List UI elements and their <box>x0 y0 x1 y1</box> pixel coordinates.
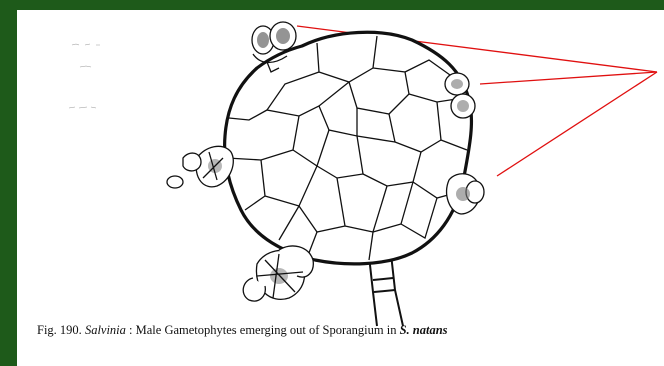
gametophyte-bottom-left <box>243 246 313 301</box>
gametophyte-left <box>167 146 233 188</box>
figure-panel: Fig. 190. Salvinia : Male Gametophytes e… <box>17 10 664 366</box>
gametophyte-bottom-right <box>447 174 484 214</box>
pointer-line-middle <box>480 72 657 84</box>
sporangium-wall <box>225 32 472 264</box>
figure-caption: Fig. 190. Salvinia : Male Gametophytes e… <box>37 323 448 338</box>
caption-prefix: Fig. 190. <box>37 323 82 337</box>
caption-species: S. natans <box>400 323 448 337</box>
caption-genus: Salvinia <box>85 323 126 337</box>
scan-marks <box>69 44 100 108</box>
caption-middle: : Male Gametophytes emerging out of Spor… <box>129 323 396 337</box>
pointer-line-bottom <box>497 72 657 176</box>
sporangium-illustration <box>17 10 664 366</box>
sporangium-stalk <box>369 254 403 326</box>
